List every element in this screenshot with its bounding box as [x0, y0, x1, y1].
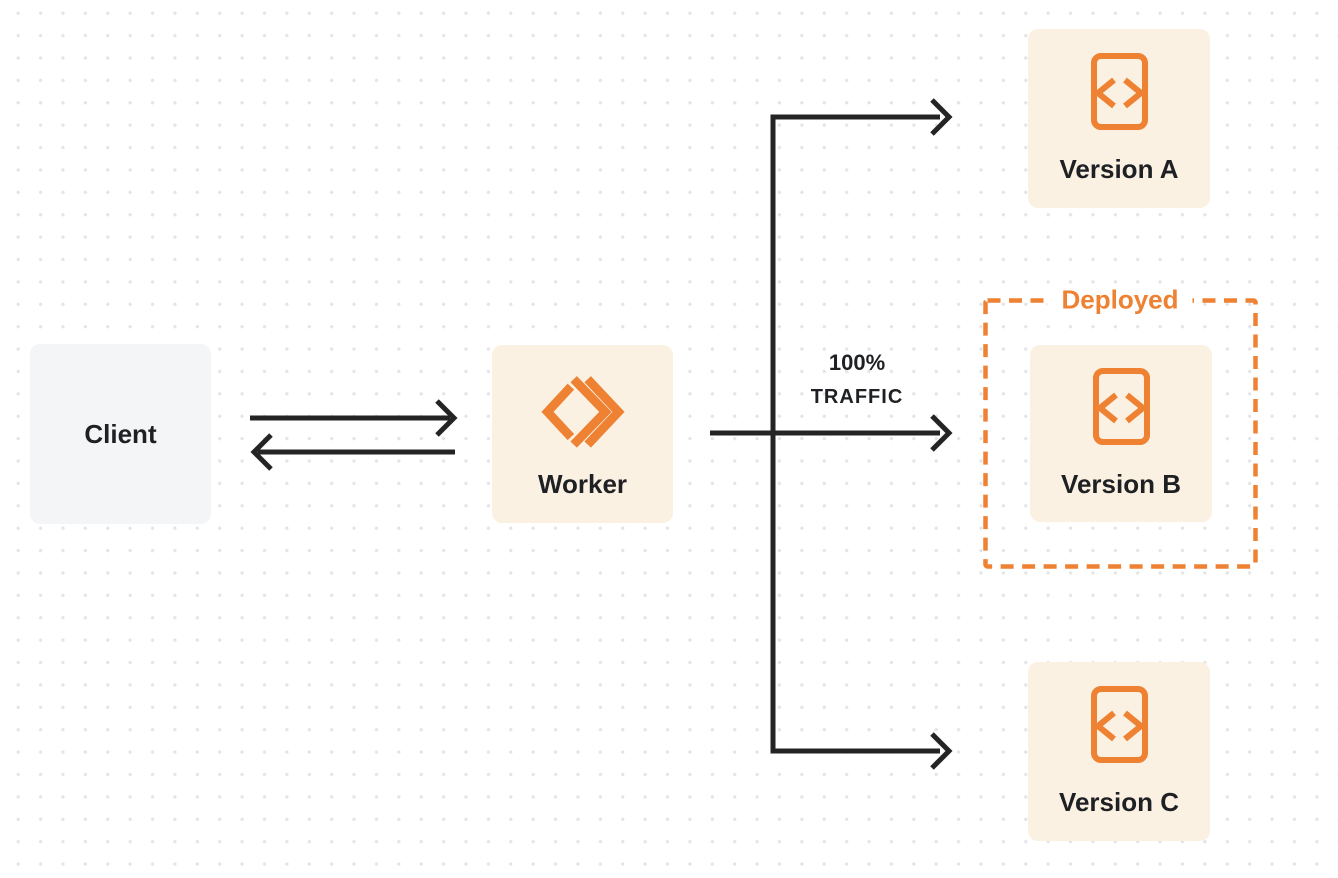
worker-to-client-arrowhead-icon [250, 433, 273, 471]
client-node: Client [30, 344, 211, 524]
version-c-arrowhead-icon [930, 732, 953, 770]
version-c-node: Version C [1028, 662, 1210, 841]
worker-label: Worker [537, 469, 628, 499]
workers-double-chevron-icon [540, 376, 625, 448]
code-file-icon [1090, 686, 1148, 763]
version-b-node: Version B [1030, 345, 1212, 522]
traffic-word-text: TRAFFIC [810, 386, 904, 408]
version-a-node: Version A [1028, 29, 1210, 208]
version-a-label: Version A [1059, 154, 1179, 184]
deployed-label: Deployed [1047, 284, 1193, 316]
code-file-icon [1090, 53, 1148, 130]
version-c-label: Version C [1059, 787, 1179, 817]
version-b-arrowhead-icon [930, 414, 953, 452]
client-label: Client [84, 419, 157, 449]
traffic-percent-text: 100% [828, 350, 886, 375]
client-to-worker-arrowhead-icon [435, 399, 458, 437]
worker-node: Worker [492, 345, 673, 523]
version-a-arrowhead-icon [930, 98, 953, 136]
traffic-label: 100% TRAFFIC [777, 346, 937, 414]
code-file-icon [1092, 368, 1150, 445]
version-b-label: Version B [1061, 469, 1181, 499]
